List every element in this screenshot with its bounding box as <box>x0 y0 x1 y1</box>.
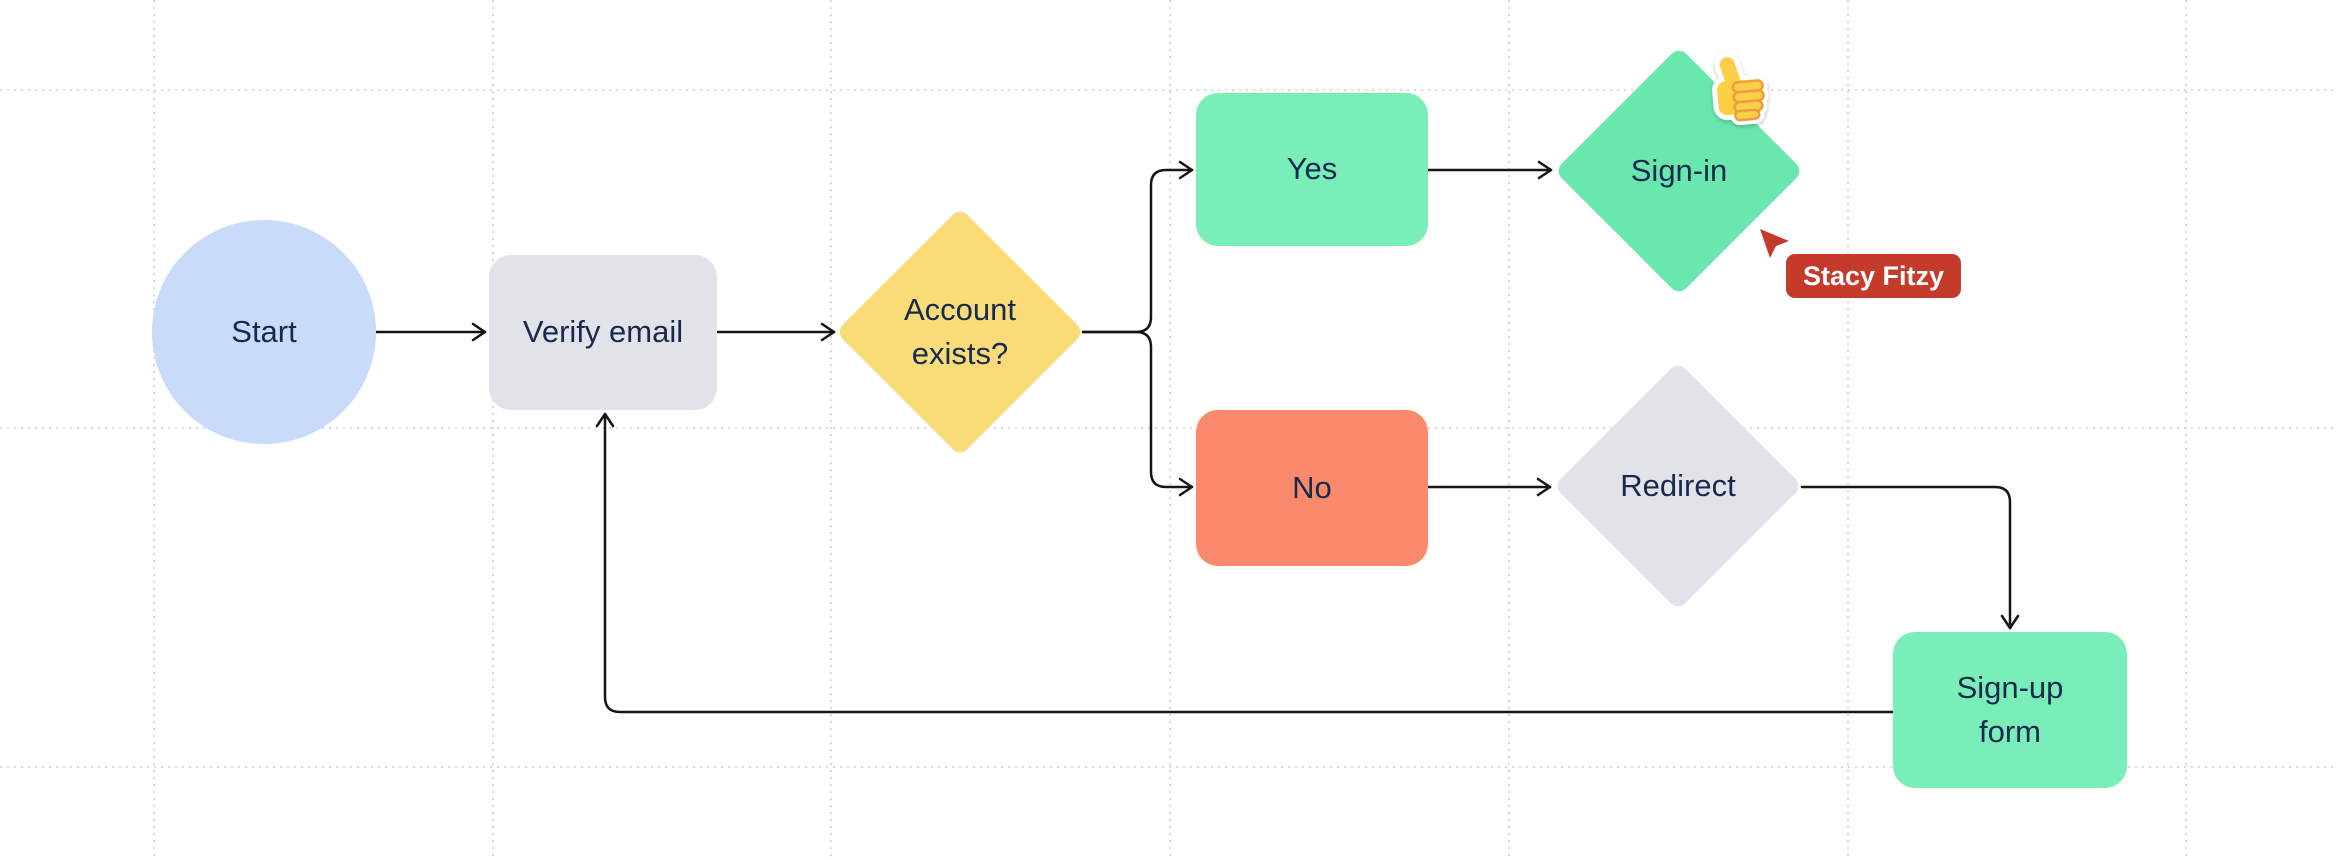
node-no-label: No <box>1292 469 1332 505</box>
node-sign-up-form[interactable]: Sign-up form <box>1893 632 2127 788</box>
node-sign-in-label: Sign-in <box>1630 152 1728 188</box>
node-no[interactable]: No <box>1196 410 1428 566</box>
node-sign-up-form-label: Sign-up form <box>1956 669 2064 749</box>
edge-account-exists-to-no[interactable] <box>1081 330 1194 497</box>
edge-account-exists-to-yes[interactable] <box>1081 160 1194 334</box>
thumbs-up-icon <box>1712 52 1769 126</box>
node-start[interactable]: Start <box>152 220 376 444</box>
edge-redirect-to-sign-up-form[interactable] <box>1800 485 2020 630</box>
collaborator-name-badge: Stacy Fitzy <box>1786 254 1962 298</box>
node-yes-label: Yes <box>1286 151 1338 187</box>
node-verify-email-label: Verify email <box>522 314 684 350</box>
node-account-exists-label: Account exists? <box>903 291 1016 371</box>
edge-sign-up-form-to-verify-email[interactable] <box>595 412 1895 714</box>
collaborator-cursor <box>1758 228 1790 264</box>
thumbs-up-sticker[interactable] <box>1703 47 1778 131</box>
cursor-arrow-icon <box>1760 229 1789 258</box>
node-start-label: Start <box>231 313 297 349</box>
node-redirect-label: Redirect <box>1620 467 1736 503</box>
node-verify-email[interactable]: Verify email <box>489 255 717 410</box>
node-yes[interactable]: Yes <box>1196 93 1428 246</box>
